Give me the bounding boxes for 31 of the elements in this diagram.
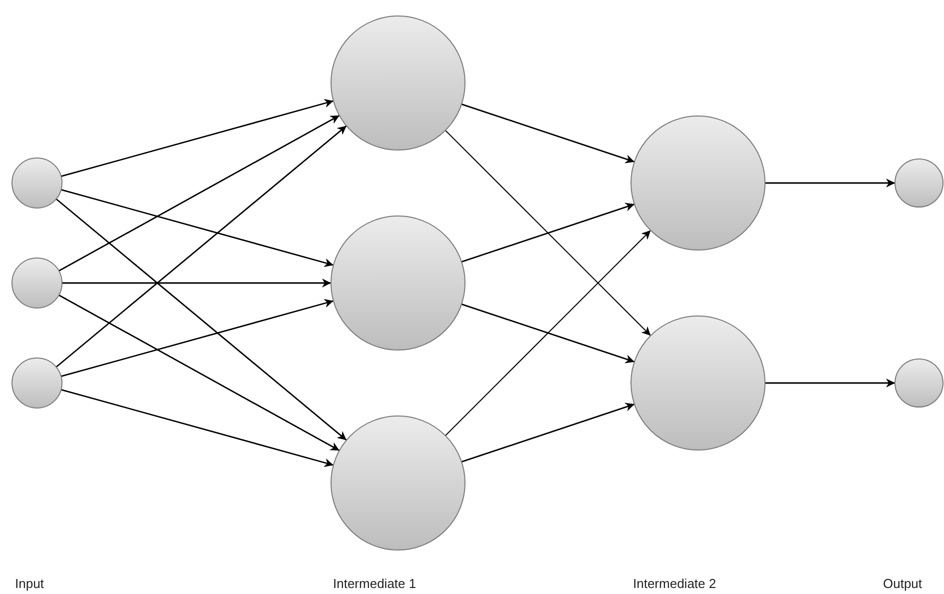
arrow <box>461 202 635 262</box>
neuron-circle <box>630 116 766 250</box>
layer-label: Output <box>883 576 922 592</box>
neuron-circle <box>330 416 466 550</box>
arrow <box>765 378 895 388</box>
arrow <box>60 389 334 468</box>
arrow <box>56 125 347 368</box>
arrow <box>62 278 331 288</box>
arrow <box>60 98 334 177</box>
arrow <box>58 294 340 452</box>
arrow <box>461 402 635 462</box>
arrow <box>56 198 347 441</box>
arrow <box>461 104 635 164</box>
arrow <box>444 230 652 436</box>
neuron-circle <box>330 216 466 350</box>
arrow <box>60 298 334 377</box>
neuron-circle <box>894 358 944 408</box>
neuron-circle <box>12 158 62 208</box>
layer-label: Input <box>15 576 44 592</box>
arrow <box>461 304 635 364</box>
arrow <box>444 130 652 336</box>
arrow <box>60 189 334 268</box>
layer-label: Intermediate 1 <box>333 576 416 592</box>
neuron-circle <box>12 358 62 408</box>
arrow <box>765 178 895 188</box>
neuron-circle <box>330 16 466 150</box>
neuron-circle <box>12 258 62 308</box>
neuron-circle <box>894 158 944 208</box>
layer-label: Intermediate 2 <box>633 576 716 592</box>
neuron-circle <box>630 316 766 450</box>
arrow <box>58 114 340 272</box>
